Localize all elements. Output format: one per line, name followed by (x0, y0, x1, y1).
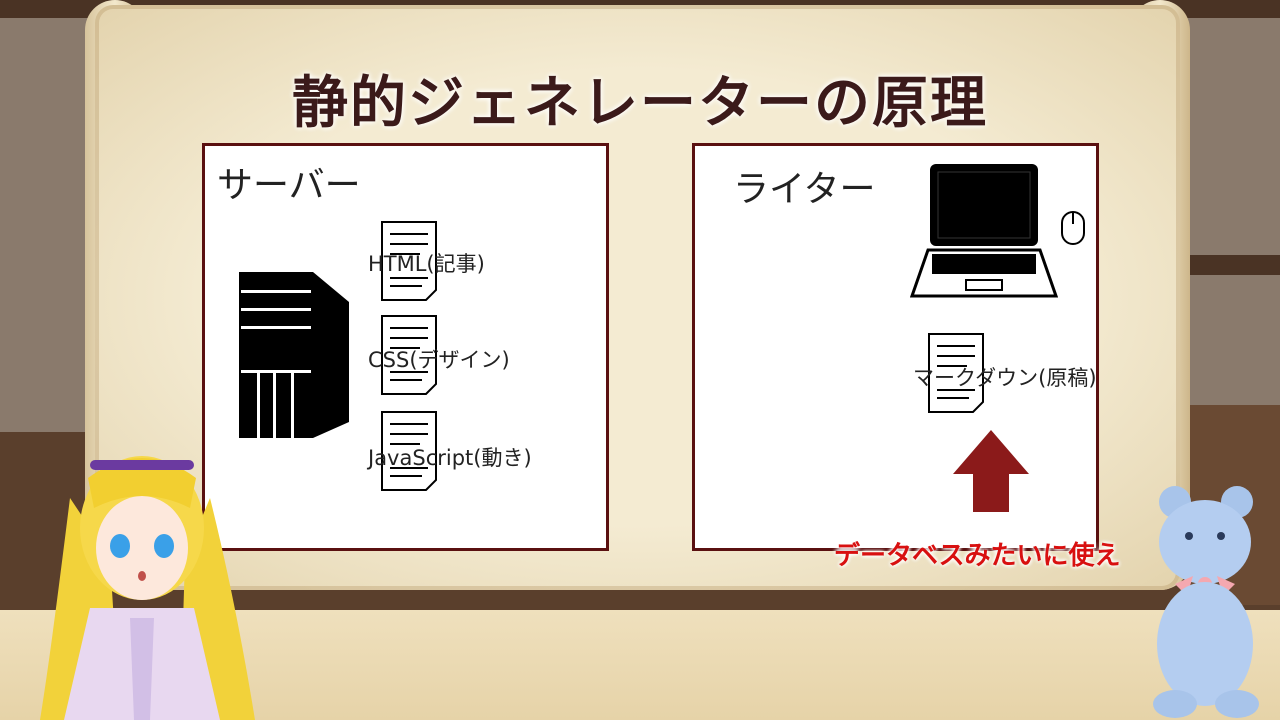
slide-title: 静的ジェネレーターの原理 (0, 58, 1280, 139)
markdown-document-label: マークダウン(原稿) (913, 362, 1097, 392)
server-panel-label: サーバー (217, 156, 361, 208)
html-document-label: HTML(記事) (368, 248, 485, 278)
teddy-bear (1145, 484, 1265, 720)
wall-shelf (1180, 255, 1280, 275)
laptop-icon (910, 162, 1058, 304)
writer-panel-label: ライター (733, 160, 876, 212)
javascript-document-label: JavaScript(動き) (368, 442, 532, 472)
writer-panel: ライター マークダウン(原稿) (692, 143, 1099, 551)
server-icon (239, 270, 351, 440)
css-document-label: CSS(デザイン) (368, 344, 510, 374)
up-arrow-icon (951, 428, 1031, 514)
database-note: データベスみたいに使え (834, 535, 1121, 572)
server-panel: サーバー HTML(記事) CSS(デザイン) JavaScript(動き) (202, 143, 609, 551)
girl-character (30, 438, 260, 720)
mouse-icon (1060, 210, 1086, 246)
